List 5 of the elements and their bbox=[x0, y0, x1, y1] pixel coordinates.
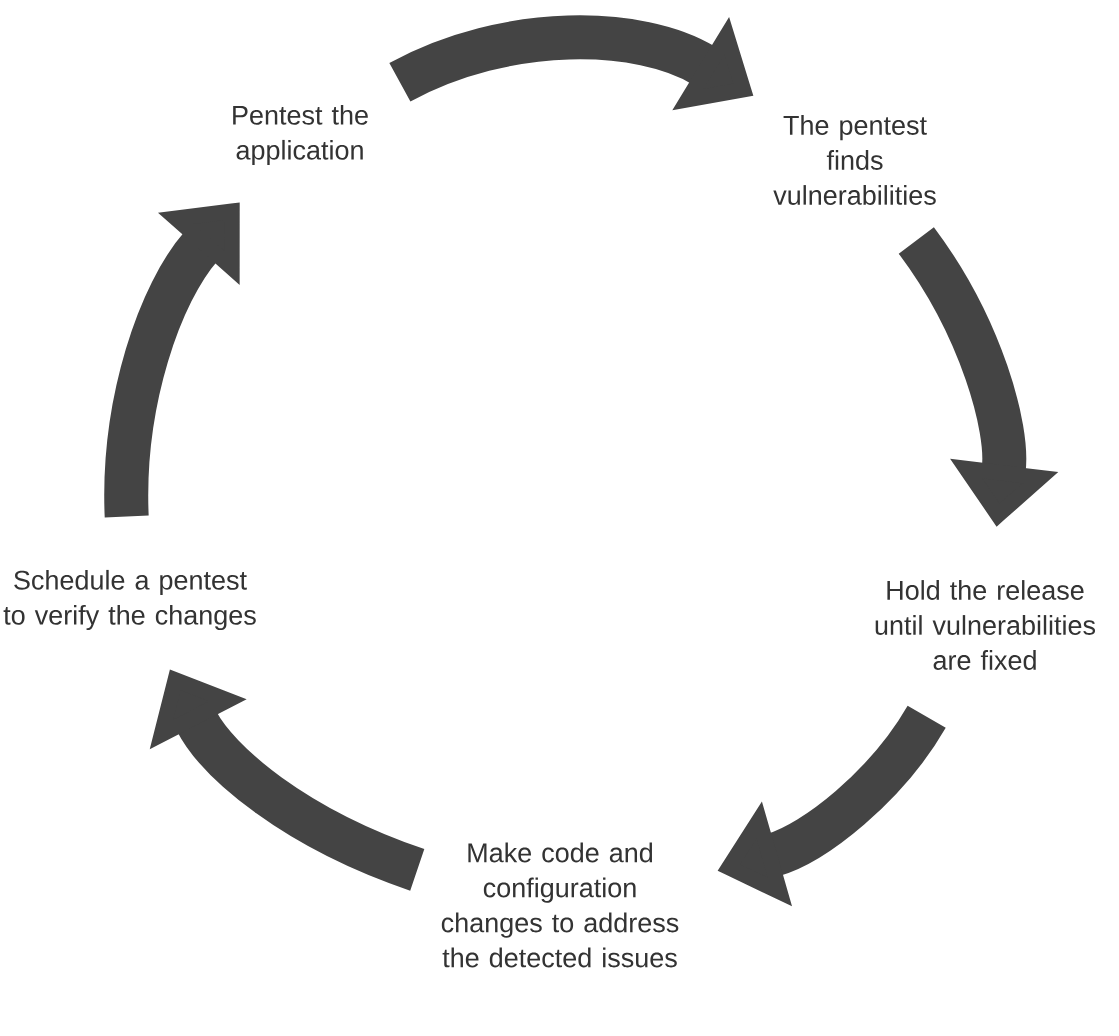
step-text: Pentest the application bbox=[233, 104, 368, 166]
step-text: Schedule a pentest to verify the changes bbox=[3, 569, 256, 631]
step-text: The pentest finds vulnerabilities bbox=[773, 115, 936, 205]
step-text: Hold the release until vulnerabilities are fixed bbox=[875, 580, 1096, 670]
step-text: Make code and configuration changes to address the detected issues bbox=[441, 842, 679, 968]
